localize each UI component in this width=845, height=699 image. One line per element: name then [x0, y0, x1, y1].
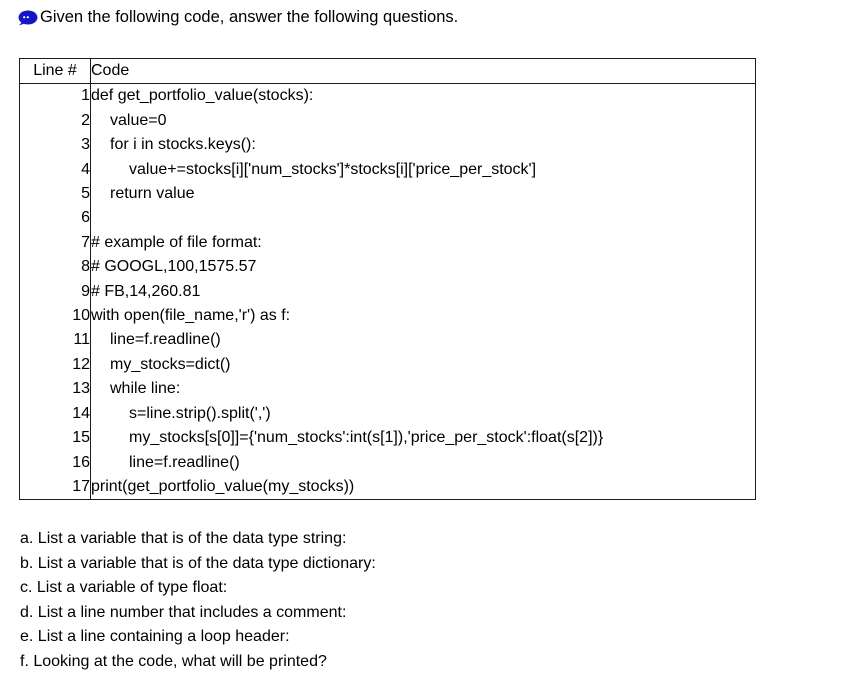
column-header-line-number: Line # [19, 58, 91, 85]
cell-code: value+=stocks[i]['num_stocks']*stocks[i]… [91, 158, 756, 182]
cell-code: # example of file format: [91, 231, 756, 255]
question-item: c. List a variable of type float: [20, 579, 228, 596]
cell-line-number: 17 [19, 474, 91, 500]
cell-code [91, 206, 756, 230]
code-text: value=0 [110, 111, 167, 129]
table-row: 6 [19, 206, 756, 231]
questions-list: a. List a variable that is of the data t… [20, 527, 640, 674]
table-row: 3 for i in stocks.keys(): [19, 133, 756, 158]
cell-code: print(get_portfolio_value(my_stocks)) [91, 475, 756, 500]
table-row: 11 line=f.readline() [19, 328, 756, 353]
table-row: 14 s=line.strip().split(',') [19, 401, 756, 427]
table-row: 13 while line: [19, 377, 756, 402]
code-text: return value [110, 185, 195, 203]
code-text: line=f.readline() [110, 331, 221, 349]
cell-code: line=f.readline() [91, 328, 756, 352]
question-item: f. Looking at the code, what will be pri… [20, 652, 327, 670]
question-item: e. List a line containing a loop header: [20, 628, 290, 645]
table-row: 5 return value [19, 182, 756, 207]
cell-line-number: 12 [19, 352, 91, 378]
cell-code: def get_portfolio_value(stocks): [91, 84, 756, 109]
code-text: my_stocks[s[0]]={'num_stocks':int(s[1]),… [129, 429, 604, 447]
column-header-code: Code [90, 58, 756, 85]
cell-line-number: 6 [19, 206, 91, 231]
prompt-text: Given the following code, answer the fol… [40, 8, 459, 26]
table-row: 16 line=f.readline() [19, 450, 756, 475]
cell-code: line=f.readline() [91, 451, 756, 475]
code-text: # FB,14,260.81 [91, 282, 201, 300]
table-row: 9# FB,14,260.81 [19, 279, 756, 305]
code-text: print(get_portfolio_value(my_stocks)) [91, 477, 355, 495]
cell-line-number: 11 [19, 328, 91, 353]
code-table-header-row: Line # Code [19, 58, 756, 85]
code-text: while line: [110, 380, 181, 398]
cell-code: while line: [91, 377, 756, 401]
prompt-line: Given the following code, answer the fol… [18, 7, 458, 27]
cell-line-number: 16 [19, 450, 91, 475]
cell-line-number: 8 [19, 255, 91, 280]
table-row: 8# GOOGL,100,1575.57 [19, 255, 756, 280]
cell-code: # FB,14,260.81 [91, 280, 756, 304]
cell-code: return value [91, 182, 756, 206]
table-row: 4 value+=stocks[i]['num_stocks']*stocks[i… [19, 157, 756, 183]
code-text: s=line.strip().split(',') [129, 404, 271, 422]
cell-code: my_stocks[s[0]]={'num_stocks':int(s[1]),… [91, 426, 756, 450]
code-text: for i in stocks.keys(): [110, 136, 256, 154]
table-row: 12 my_stocks=dict() [19, 352, 756, 378]
cell-code: value=0 [91, 109, 756, 133]
code-text: value+=stocks[i]['num_stocks']*stocks[i]… [129, 160, 537, 178]
code-text: my_stocks=dict() [110, 355, 231, 373]
code-text: line=f.readline() [129, 453, 240, 471]
cell-line-number: 5 [19, 182, 91, 207]
cell-code: s=line.strip().split(',') [91, 402, 756, 426]
cell-line-number: 14 [19, 401, 91, 427]
table-row: 7# example of file format: [19, 230, 756, 256]
cell-line-number: 2 [19, 108, 91, 134]
cell-line-number: 7 [19, 230, 91, 256]
cell-line-number: 4 [19, 157, 91, 183]
code-text: # GOOGL,100,1575.57 [91, 258, 257, 276]
cell-line-number: 10 [19, 304, 91, 329]
cell-code: with open(file_name,'r') as f: [91, 304, 756, 328]
table-row: 2 value=0 [19, 108, 756, 134]
code-text: with open(file_name,'r') as f: [91, 307, 291, 325]
cell-line-number: 9 [19, 279, 91, 305]
question-item: b. List a variable that is of the data t… [20, 554, 376, 572]
cell-code: my_stocks=dict() [91, 353, 756, 377]
question-item: a. List a variable that is of the data t… [20, 530, 347, 547]
cell-code: # GOOGL,100,1575.57 [91, 255, 756, 279]
cell-code: for i in stocks.keys(): [91, 133, 756, 157]
cell-line-number: 15 [19, 426, 91, 451]
cell-line-number: 1 [19, 83, 91, 109]
code-text: # example of file format: [91, 233, 262, 251]
code-text: def get_portfolio_value(stocks): [91, 87, 314, 105]
table-row: 15 my_stocks[s[0]]={'num_stocks':int(s[1]… [19, 426, 756, 451]
cell-line-number: 13 [19, 377, 91, 402]
comment-bubble-icon [18, 10, 38, 25]
question-item: d. List a line number that includes a co… [20, 603, 347, 621]
cell-line-number: 3 [19, 133, 91, 158]
